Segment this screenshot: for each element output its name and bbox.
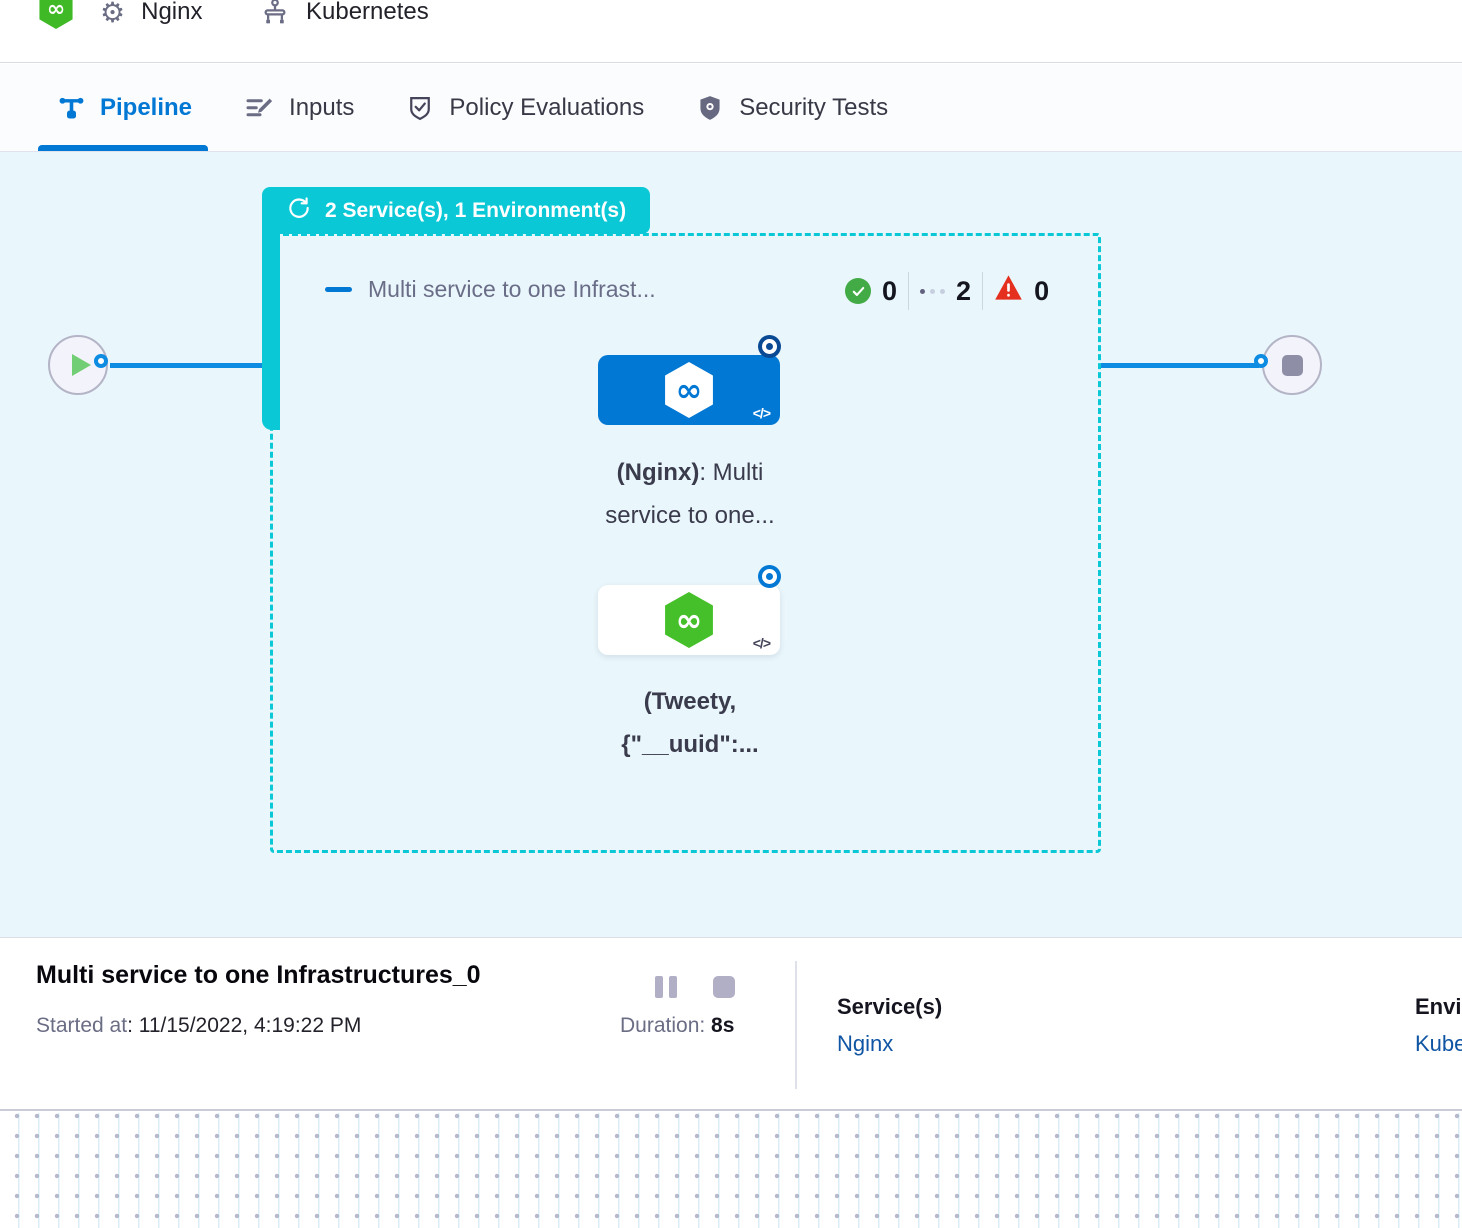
stage-title: Multi service to one Infrast... <box>368 276 656 303</box>
service-node-tweety[interactable]: ∞ </> <box>598 585 780 655</box>
end-node <box>1262 335 1322 395</box>
service-node-label: (Tweety, {"__uuid":... <box>565 680 815 766</box>
play-icon <box>72 354 91 376</box>
running-dots-icon <box>920 289 945 294</box>
stage-badge-label: 2 Service(s), 1 Environment(s) <box>325 199 626 223</box>
divider <box>982 272 983 310</box>
policy-shield-check-icon <box>406 94 434 122</box>
tab-policy-evaluations[interactable]: Policy Evaluations <box>406 64 644 151</box>
pipeline-icon <box>58 94 85 121</box>
stage-group-accent-bar <box>262 230 280 430</box>
divider <box>795 961 797 1089</box>
canvas-dot-grid <box>0 1113 1462 1228</box>
tab-label: Policy Evaluations <box>449 94 644 122</box>
environment-link-kubernetes[interactable]: Kubernetes <box>1415 1031 1462 1057</box>
services-meta: Service(s) Nginx <box>837 994 1097 1057</box>
code-icon: </> <box>753 635 770 651</box>
environment-name: Kubernetes <box>306 0 429 26</box>
harness-logo-icon[interactable]: ∞ <box>38 0 74 29</box>
divider <box>908 272 909 310</box>
breadcrumb-pipeline[interactable]: ⚙ Nginx <box>100 0 202 34</box>
stage-group-badge[interactable]: 2 Service(s), 1 Environment(s) <box>262 187 650 234</box>
pipeline-name: Nginx <box>141 0 202 26</box>
tab-label: Security Tests <box>739 94 888 122</box>
success-check-icon <box>845 278 871 304</box>
running-spinner-icon <box>762 569 777 584</box>
stop-icon <box>1282 355 1303 376</box>
failed-warning-icon <box>994 274 1023 308</box>
success-count: 0 <box>882 276 897 307</box>
connector-ring-right <box>1254 354 1268 368</box>
connector-ring-left <box>94 354 108 368</box>
started-at: Started at: 11/15/2022, 4:19:22 PM <box>36 1014 361 1038</box>
service-name: (Nginx) <box>617 459 700 486</box>
pause-button[interactable] <box>655 976 677 998</box>
harness-service-icon: ∞ <box>663 362 715 418</box>
edge-right <box>1101 363 1259 368</box>
execution-tabbar: Pipeline Inputs Policy Evaluations <box>0 64 1462 152</box>
security-shield-icon <box>696 94 724 122</box>
running-count: 2 <box>956 276 971 307</box>
execution-summary-bar: Multi service to one Infrastructures_0 S… <box>0 937 1462 1111</box>
tab-pipeline[interactable]: Pipeline <box>58 64 192 151</box>
tab-inputs[interactable]: Inputs <box>244 64 354 151</box>
gear-icon: ⚙ <box>100 0 125 29</box>
tab-label: Inputs <box>289 94 354 122</box>
environments-meta: Environment(s) Kubernetes <box>1415 994 1462 1057</box>
environment-icon <box>260 0 290 27</box>
collapse-stage-icon[interactable] <box>325 287 352 292</box>
edge-left <box>110 363 265 368</box>
service-name: (Tweety, <box>565 680 815 723</box>
environments-label: Environment(s) <box>1415 994 1462 1020</box>
execution-title: Multi service to one Infrastructures_0 <box>36 961 481 990</box>
abort-button[interactable] <box>713 976 735 998</box>
service-link-nginx[interactable]: Nginx <box>837 1031 1097 1057</box>
breadcrumb-environment[interactable]: Kubernetes <box>260 0 429 34</box>
service-node-label: (Nginx): Multi service to one... <box>565 451 815 537</box>
duration: Duration: 8s <box>620 1014 734 1038</box>
running-spinner-icon <box>762 339 777 354</box>
stage-status-counts: 0 2 0 <box>845 272 1049 310</box>
harness-service-icon: ∞ <box>663 592 715 648</box>
code-icon: </> <box>753 405 770 421</box>
service-node-nginx[interactable]: ∞ </> <box>598 355 780 425</box>
loop-icon <box>286 195 312 227</box>
breadcrumb-bar: ∞ ⚙ Nginx Kubernetes <box>0 0 1462 63</box>
failed-count: 0 <box>1034 276 1049 307</box>
pipeline-canvas: 2 Service(s), 1 Environment(s) Multi ser… <box>0 152 1462 937</box>
inputs-icon <box>244 93 274 123</box>
tab-security-tests[interactable]: Security Tests <box>696 64 888 151</box>
services-label: Service(s) <box>837 994 1097 1020</box>
tab-label: Pipeline <box>100 94 192 122</box>
